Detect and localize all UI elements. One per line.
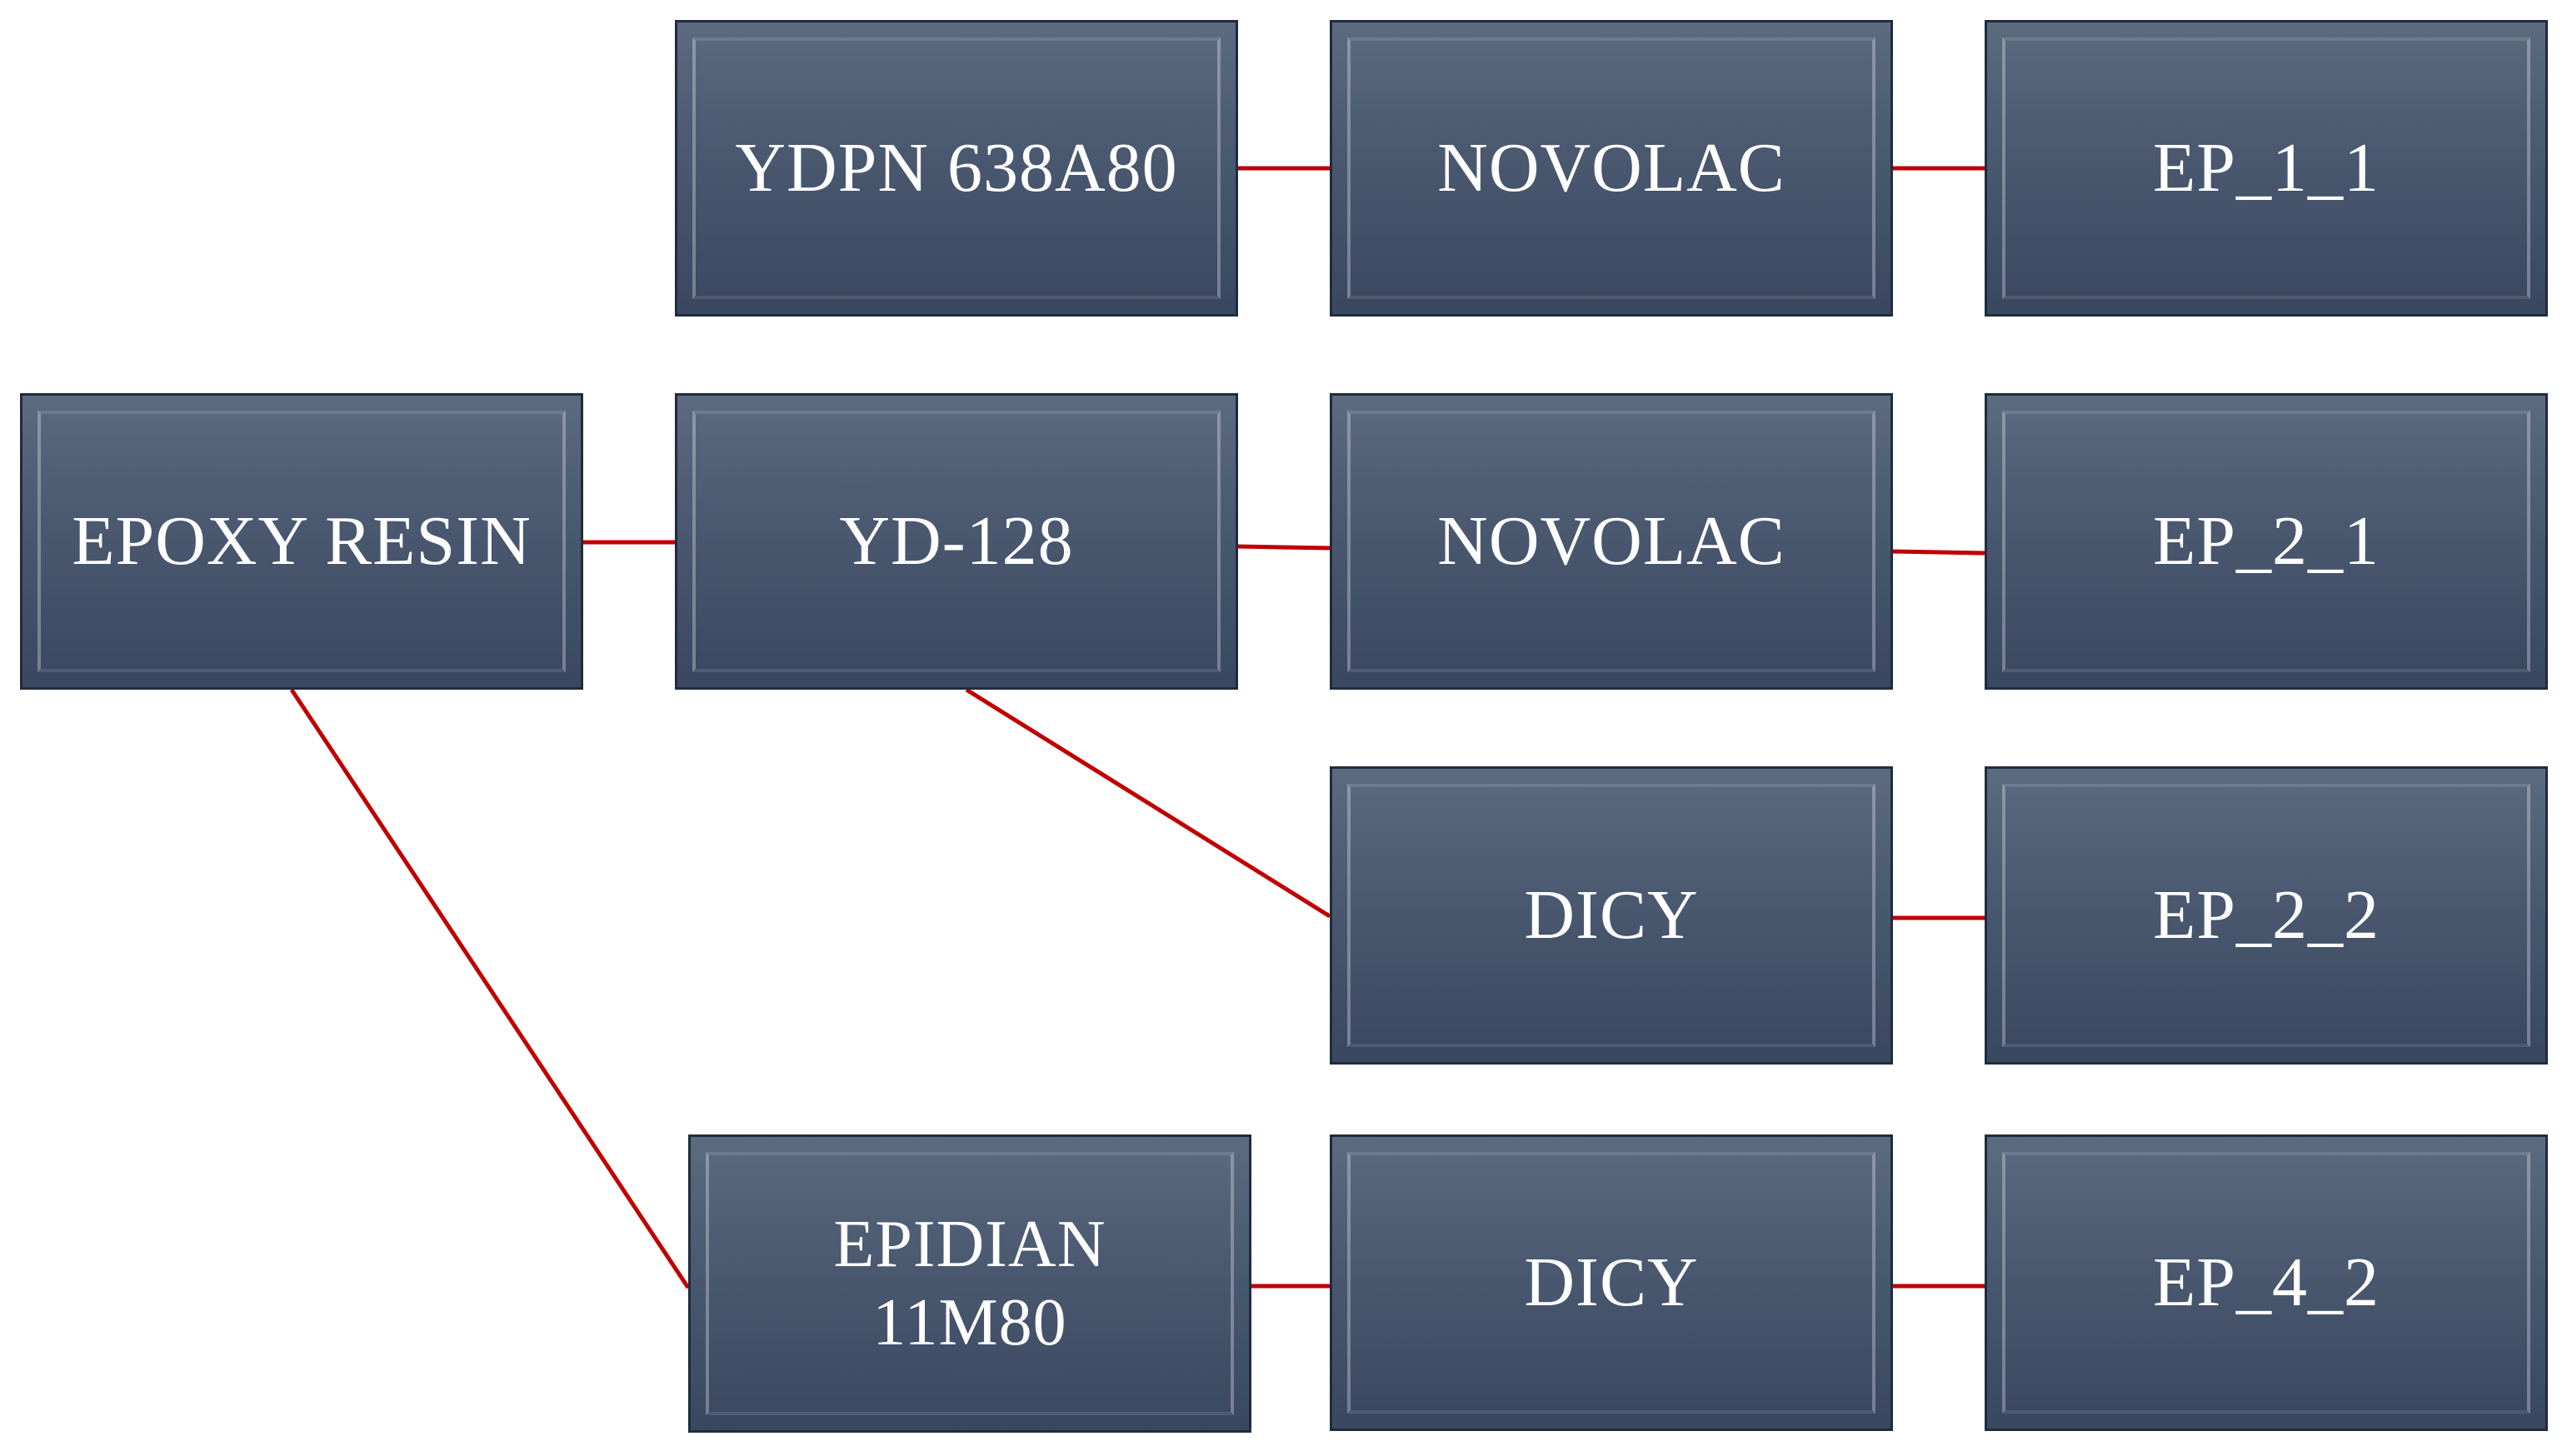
edge-epoxy-resin-to-epidian-11m80 (289, 688, 691, 1289)
node-label: NOVOLAC (1437, 129, 1785, 207)
node-label: EP_4_2 (2152, 1244, 2380, 1321)
node-ep-2-2: EP_2_2 (1985, 766, 2548, 1065)
node-dicy-1: DICY (1330, 766, 1893, 1065)
node-novolac-1: NOVOLAC (1330, 20, 1893, 317)
node-label: DICY (1524, 1244, 1699, 1321)
node-label: DICY (1524, 876, 1699, 954)
node-ydpn-638a80: YDPN 638A80 (675, 20, 1238, 317)
node-label: EPIDIAN 11M80 (833, 1208, 1106, 1359)
edge-yd-128-to-dicy-1 (965, 687, 1331, 919)
node-epoxy-resin: EPOXY RESIN (20, 393, 583, 690)
node-ep-1-1: EP_1_1 (1985, 20, 2548, 317)
node-label: YD-128 (839, 502, 1074, 580)
edge-novolac-2-to-ep-2-1 (1892, 549, 1985, 556)
node-label: YDPN 638A80 (735, 129, 1178, 207)
node-label: EP_2_2 (2152, 876, 2380, 954)
node-label: EP_2_1 (2152, 502, 2380, 580)
node-dicy-2: DICY (1330, 1134, 1893, 1431)
node-novolac-2: NOVOLAC (1330, 393, 1893, 690)
node-yd-128: YD-128 (675, 393, 1238, 690)
edge-yd-128-to-novolac-2 (1237, 544, 1331, 551)
node-label: NOVOLAC (1437, 502, 1785, 580)
node-label: EPOXY RESIN (72, 502, 532, 580)
node-label: EP_1_1 (2152, 129, 2380, 207)
node-ep-2-1: EP_2_1 (1985, 393, 2548, 690)
node-ep-4-2: EP_4_2 (1985, 1134, 2548, 1431)
node-epidian-11m80: EPIDIAN 11M80 (688, 1134, 1251, 1433)
